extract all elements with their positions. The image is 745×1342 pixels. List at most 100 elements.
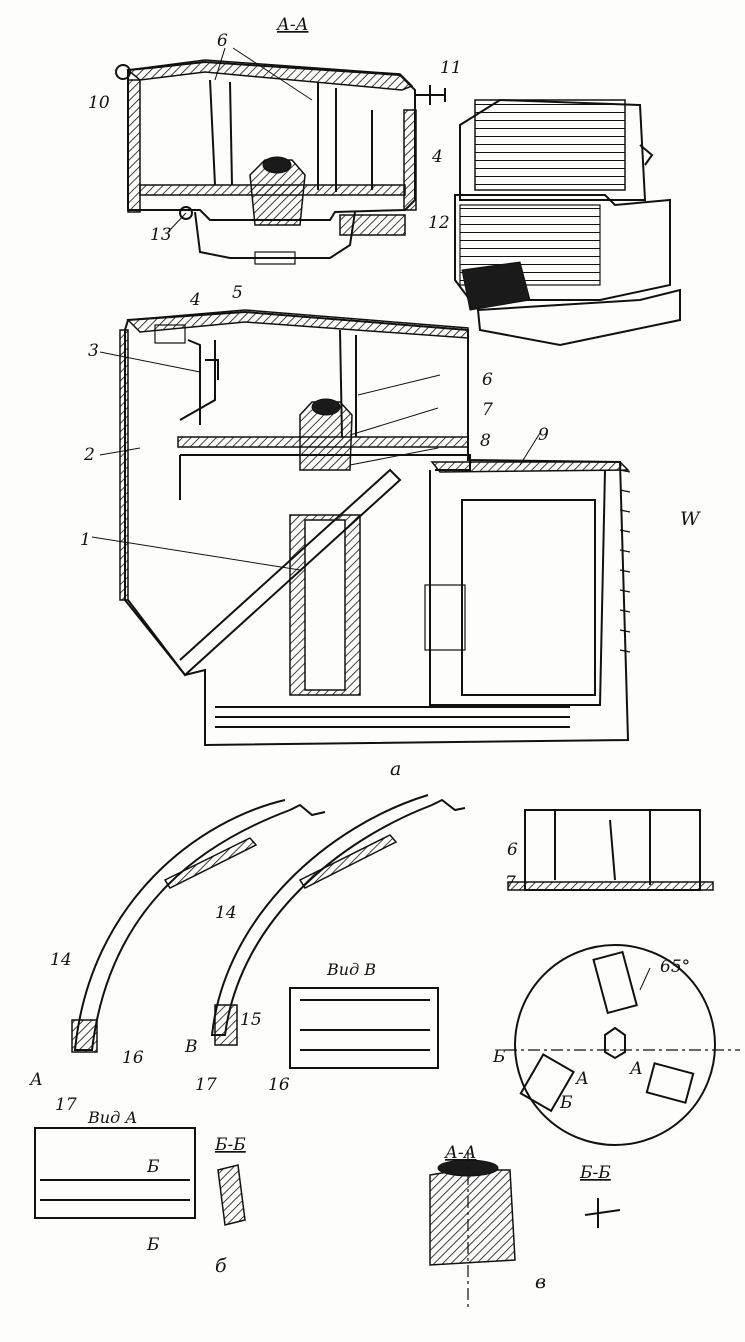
view-v-label: Вид В <box>326 960 376 979</box>
disc-knife-top <box>592 950 638 1015</box>
motor-shaft-1 <box>304 519 346 691</box>
callout-12: 12 <box>428 213 450 233</box>
section-bb-right <box>584 1198 621 1228</box>
callout-4a: 4 <box>431 147 443 167</box>
disc-hex-center <box>604 1026 626 1060</box>
disc-details-drawing <box>429 809 740 1310</box>
margin-mark: W <box>680 508 701 530</box>
callout-5: 5 <box>232 283 243 303</box>
callout-16b: 16 <box>268 1075 290 1095</box>
arrow-letter-v: В <box>184 1037 198 1057</box>
disc-knife-right <box>645 1062 695 1104</box>
section-aa-bottom-label: А-А <box>444 1143 477 1163</box>
view-v-box <box>289 987 439 1069</box>
callout-17a: 17 <box>55 1095 77 1115</box>
main-hub-hatched <box>299 401 353 471</box>
chute-14-left-rib <box>163 837 258 889</box>
hub-hatched <box>249 159 306 226</box>
callout-8: 8 <box>480 431 491 451</box>
section-bb-mid-hatched <box>217 1164 246 1226</box>
main-hub-nut <box>311 398 341 416</box>
view-a-label: Вид А <box>87 1108 137 1127</box>
chute-14-right-rib <box>298 834 398 889</box>
callout-16a: 16 <box>122 1048 144 1068</box>
callout-15: 15 <box>240 1010 262 1030</box>
view-a-box <box>34 1127 196 1219</box>
chute-details-drawing <box>34 794 466 1226</box>
pictorial-view <box>454 98 681 347</box>
arrow-letter-b-left: Б <box>559 1093 573 1113</box>
callout-2: 2 <box>83 445 95 465</box>
arrow-letter-b-disc: Б <box>492 1047 506 1067</box>
lid-hatched <box>126 59 414 91</box>
capacitor <box>424 584 466 651</box>
view-v-lines <box>300 999 430 1051</box>
pictorial-knob <box>639 144 654 166</box>
callout-7b: 7 <box>505 873 516 893</box>
figure-label-v: в <box>535 1271 546 1293</box>
arrow-letter-a: А <box>29 1070 43 1090</box>
arrow-letter-b-view-top: Б <box>146 1157 160 1177</box>
leader-lines <box>91 47 651 991</box>
callout-10: 10 <box>88 93 110 113</box>
callout-6a: 6 <box>217 31 228 51</box>
section-bb-right-label: Б-Б <box>579 1163 611 1183</box>
disc-blades-side-view <box>524 809 701 891</box>
labels: А-А 6 11 10 4 13 12 4 5 3 6 7 8 9 2 1 W … <box>29 15 701 1293</box>
callout-9: 9 <box>538 425 549 445</box>
callout-7a: 7 <box>482 400 493 420</box>
callout-14b: 14 <box>215 903 237 923</box>
main-lid-hatched <box>126 309 469 339</box>
chute-14-right-tip <box>214 1004 238 1046</box>
bolt-13 <box>179 206 193 220</box>
figure-label-b: б <box>215 1255 227 1277</box>
drive-belts <box>215 706 570 728</box>
arrow-letter-a-disc2: А <box>629 1059 643 1079</box>
callout-13: 13 <box>150 225 172 245</box>
right-wall-hatched <box>403 109 417 211</box>
pin-11 <box>415 85 446 105</box>
chute-2 <box>127 468 402 677</box>
vent-slots <box>619 469 631 653</box>
figure-label-a: а <box>390 758 401 780</box>
chute-14-left-tip <box>71 1019 98 1053</box>
main-left-wall <box>119 329 129 601</box>
pusher-3 <box>154 324 186 344</box>
callout-4b: 4 <box>189 290 201 310</box>
view-a-lines <box>40 1179 190 1201</box>
callout-6b: 6 <box>482 370 493 390</box>
pictorial-base-block <box>454 194 671 301</box>
clamp-12 <box>339 214 406 236</box>
disc-7-side <box>507 881 714 891</box>
hinge-10 <box>115 64 131 80</box>
knife-blades <box>209 79 373 192</box>
callout-11: 11 <box>440 58 462 78</box>
section-aa-bottom-hatched <box>429 1169 516 1266</box>
shaft-end <box>254 251 296 265</box>
disc-plan-view <box>514 944 716 1146</box>
callout-6c: 6 <box>507 840 518 860</box>
angle-label: 65° <box>660 957 690 977</box>
hub-nut <box>262 156 292 174</box>
chute-14-left <box>73 799 326 1051</box>
callout-1: 1 <box>80 530 91 550</box>
callout-17b: 17 <box>195 1075 217 1095</box>
main-section-drawing <box>119 309 631 747</box>
motor-cover-9 <box>430 461 630 473</box>
chute-14-right <box>210 794 466 1036</box>
section-bb-mid-label: Б-Б <box>214 1135 246 1155</box>
arrow-letter-a-disc1: А <box>575 1069 589 1089</box>
callout-3: 3 <box>88 341 99 361</box>
disc-knife-left <box>519 1053 575 1113</box>
pictorial-chute <box>461 261 531 311</box>
callout-14a: 14 <box>50 950 72 970</box>
section-aa-top-drawing <box>115 59 446 265</box>
left-wall-hatched <box>127 79 141 213</box>
motor-9 <box>429 469 606 706</box>
arrow-letter-b-view-bottom: Б <box>146 1235 160 1255</box>
base-collar <box>194 211 356 259</box>
pusher-arm <box>187 339 219 425</box>
section-aa-top-label: А-А <box>276 15 309 35</box>
